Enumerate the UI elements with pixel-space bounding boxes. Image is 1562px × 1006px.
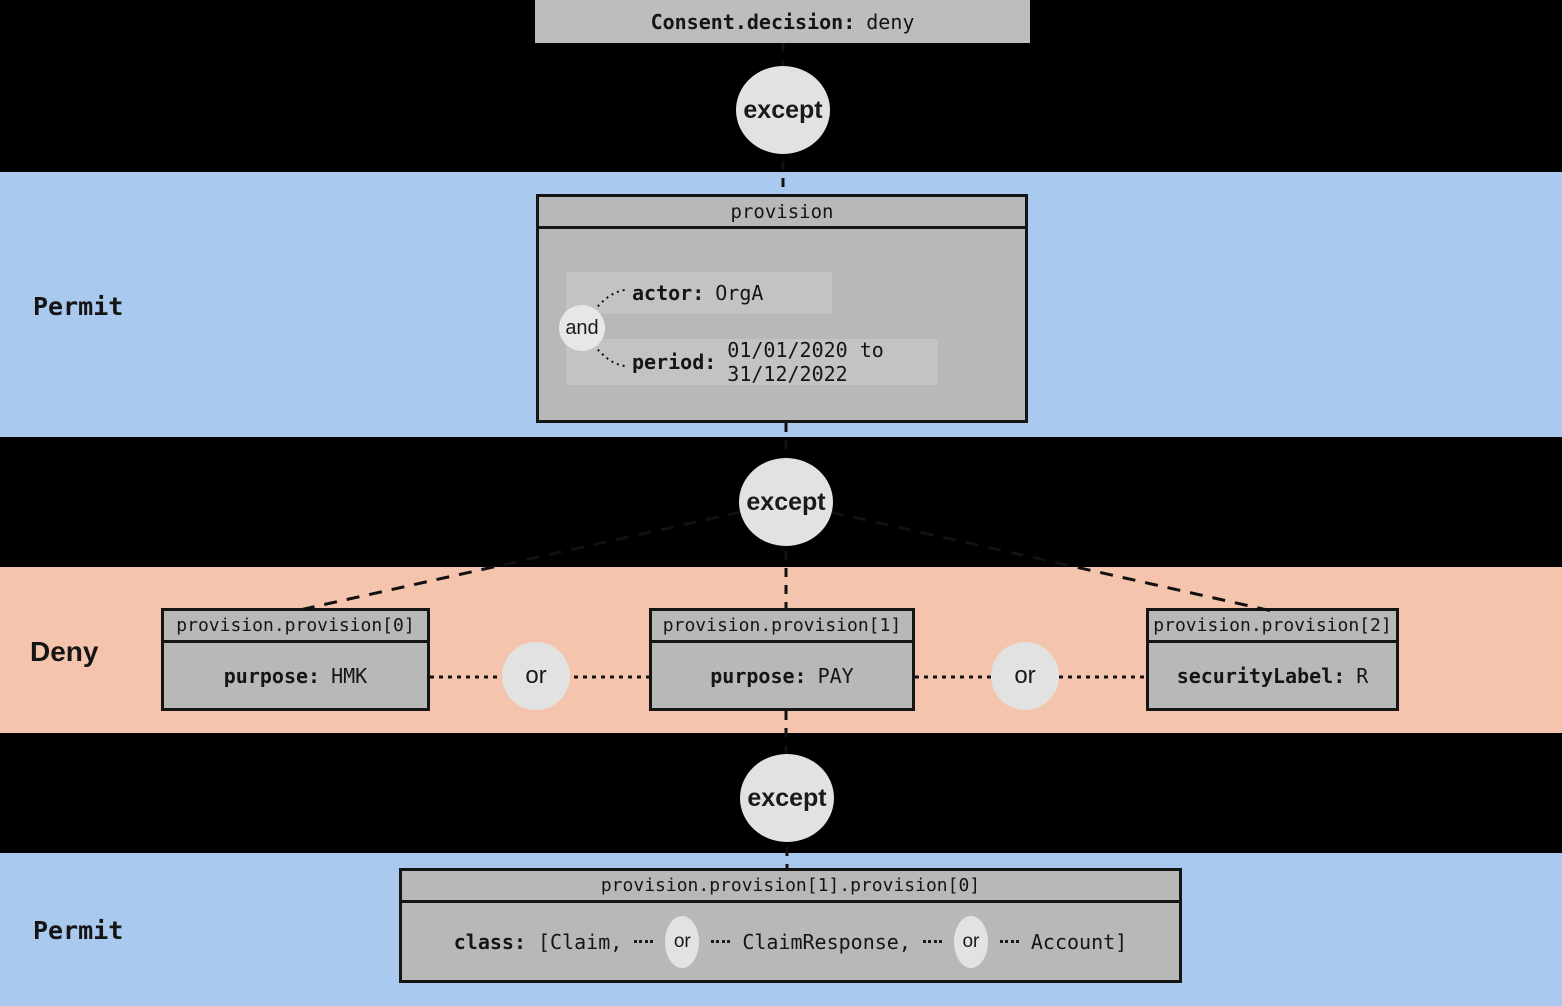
or-inline-label-2: or: [962, 930, 980, 952]
deny-provision-0-header: provision.provision[0]: [164, 611, 427, 643]
period-value: 01/01/2020 to 31/12/2022: [727, 338, 884, 386]
class-item-1: ClaimResponse,: [742, 929, 911, 954]
or-inline-circle-2: or: [953, 915, 988, 968]
except-label-3: except: [747, 783, 827, 812]
deny-provision-1-node: provision.provision[1] purpose: PAY: [649, 608, 915, 711]
except-circle-3: except: [740, 754, 834, 842]
bottom-provision-body: class: [Claim, or ClaimResponse, or Acco…: [402, 903, 1179, 980]
securitylabel-key: securityLabel:: [1176, 663, 1346, 688]
bottom-provision-header-label: provision.provision[1].provision[0]: [600, 875, 981, 896]
class-key: class:: [453, 929, 527, 954]
dotted-link: [634, 940, 654, 943]
or-inline-circle-1: or: [665, 915, 700, 968]
except-label-2: except: [746, 487, 826, 516]
edge-except2-to-deny0: [294, 500, 787, 613]
dotted-link: [922, 940, 942, 943]
permit-band-label-top: Permit: [33, 292, 124, 321]
consent-decision-key: Consent.decision:: [650, 9, 856, 34]
consent-decision-value: deny: [866, 9, 915, 34]
edge-and-to-actor: [593, 289, 626, 312]
deny-provision-0-header-label: provision.provision[0]: [176, 615, 415, 636]
except-circle-2: except: [739, 458, 833, 546]
deny-provision-2-header-label: provision.provision[2]: [1153, 615, 1392, 636]
provision-node: provision actor: OrgA period: 01/01/2020…: [536, 194, 1028, 423]
class-item-0: [Claim,: [538, 929, 623, 954]
or-inline-label-1: or: [673, 930, 691, 952]
or-circle-2: or: [991, 642, 1059, 710]
deny-provision-0-node: provision.provision[0] purpose: HMK: [161, 608, 430, 711]
purpose-key-0: purpose:: [223, 663, 321, 688]
purpose-key-1: purpose:: [710, 663, 807, 688]
dotted-link: [711, 940, 731, 943]
actor-value: OrgA: [715, 281, 764, 305]
provision-node-header: provision: [539, 197, 1025, 229]
deny-provision-2-header: provision.provision[2]: [1149, 611, 1396, 643]
actor-attribute-row: actor: OrgA: [566, 272, 832, 314]
purpose-value-1: PAY: [817, 663, 854, 688]
deny-provision-1-body: purpose: PAY: [652, 643, 912, 708]
deny-band-label: Deny: [30, 636, 99, 667]
period-key: period:: [632, 350, 717, 374]
deny-provision-0-body: purpose: HMK: [164, 643, 427, 708]
purpose-value-0: HMK: [331, 663, 368, 688]
permit-band-label-bottom: Permit: [33, 916, 124, 945]
securitylabel-value: R: [1356, 663, 1369, 688]
or-label-1: or: [525, 662, 547, 689]
edge-and-to-period: [593, 344, 626, 367]
edge-except2-to-deny2: [785, 500, 1273, 613]
dotted-link: [999, 940, 1019, 943]
deny-provision-2-body: securityLabel: R: [1149, 643, 1396, 708]
consent-decision-title: Consent.decision: deny: [535, 0, 1030, 43]
bottom-provision-header: provision.provision[1].provision[0]: [402, 871, 1179, 903]
bottom-provision-node: provision.provision[1].provision[0] clas…: [399, 868, 1182, 983]
or-label-2: or: [1014, 662, 1036, 689]
deny-provision-2-node: provision.provision[2] securityLabel: R: [1146, 608, 1399, 711]
except-circle-1: except: [736, 66, 830, 154]
or-circle-1: or: [502, 642, 570, 710]
provision-header-label: provision: [730, 200, 834, 223]
deny-provision-1-header-label: provision.provision[1]: [662, 615, 902, 636]
period-attribute-row: period: 01/01/2020 to 31/12/2022: [566, 338, 938, 386]
and-label: and: [565, 316, 599, 339]
except-label-1: except: [743, 95, 823, 124]
class-item-2: Account]: [1030, 929, 1128, 954]
and-circle: and: [559, 305, 605, 351]
deny-provision-1-header: provision.provision[1]: [652, 611, 912, 643]
actor-key: actor:: [632, 281, 705, 305]
